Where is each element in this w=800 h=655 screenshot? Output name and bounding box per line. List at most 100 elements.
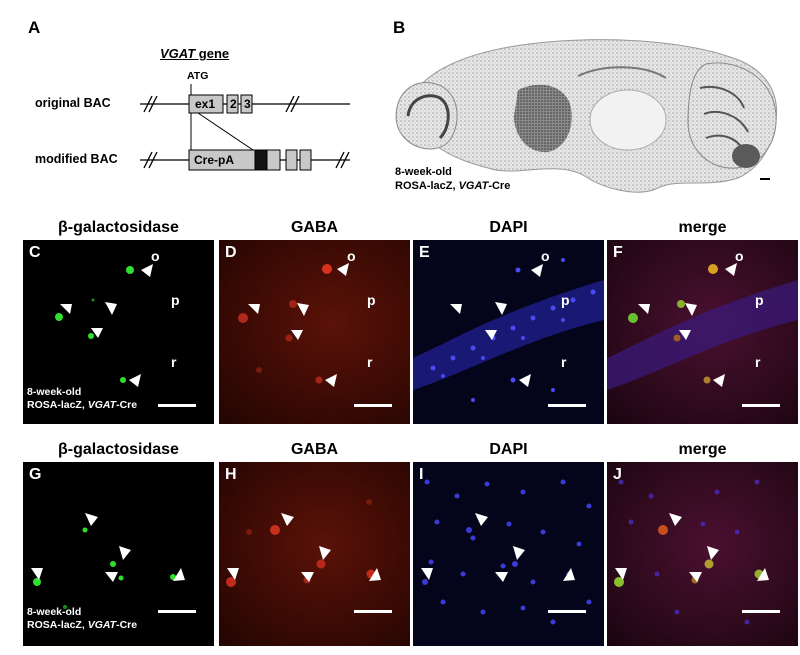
micrograph-d-image <box>238 263 349 387</box>
scale-bar <box>158 610 196 613</box>
caption-age: 8-week-old <box>27 606 82 618</box>
panel-letter-i: I <box>419 466 424 483</box>
genotype-gene: VGAT <box>87 399 117 411</box>
panel-letter-d: D <box>225 244 237 261</box>
section-scale-bar <box>760 178 770 180</box>
arrowhead <box>713 374 725 387</box>
micrograph-f: F o p r <box>607 240 798 424</box>
micrograph-g-image <box>31 513 185 609</box>
cre-label: Cre-pA <box>194 153 235 167</box>
layer-label-o: o <box>541 248 550 264</box>
scale-bar <box>742 404 780 407</box>
exon2-box <box>226 94 239 114</box>
arrowhead <box>119 546 131 560</box>
exon1-label: ex1 <box>195 97 216 111</box>
micrograph-f-image <box>607 263 798 390</box>
gene-name: VGAT <box>160 46 196 61</box>
genotype-suffix: -Cre <box>116 399 138 411</box>
column-title-merge: merge <box>678 219 727 236</box>
arrowhead <box>519 374 531 387</box>
arrowhead <box>291 330 303 340</box>
arrowhead <box>141 264 153 277</box>
bac-schematic-diagram <box>140 84 350 171</box>
panel-letter-c: C <box>29 244 41 261</box>
original-bac-label: original BAC <box>35 96 111 110</box>
scale-bar <box>354 404 392 407</box>
genotype-prefix: ROSA-lacZ, <box>27 399 88 411</box>
break-mark <box>290 95 300 113</box>
gene-title-suffix: gene <box>195 46 230 61</box>
arrowhead <box>563 568 575 581</box>
arrowhead <box>615 568 627 580</box>
genotype-gene: VGAT <box>458 180 489 192</box>
column-title-dapi: DAPI <box>489 441 528 458</box>
caption-genotype: ROSA-lacZ, VGAT-Cre <box>27 399 137 412</box>
column-title-gaba: GABA <box>290 219 339 236</box>
arrowhead <box>301 572 314 582</box>
hippocampus-curve <box>577 66 667 79</box>
exon1-box <box>188 94 224 114</box>
panel-letter-e: E <box>419 244 430 261</box>
micrograph-c-image <box>55 264 153 387</box>
arrowhead <box>297 303 309 316</box>
section-genotype: ROSA-lacZ, VGAT-Cre <box>395 179 510 193</box>
polya-box <box>254 149 268 171</box>
genotype-prefix: ROSA-lacZ, <box>395 180 459 192</box>
micrograph-c: C o p r 8-week-old ROSA-lacZ, VGAT-Cre <box>23 240 214 424</box>
arrowhead <box>669 513 682 526</box>
arrowhead <box>105 572 118 582</box>
arrowhead <box>707 546 719 560</box>
break-mark <box>143 95 153 113</box>
pyramidal-layer-band <box>607 280 798 390</box>
column-title-dapi: DAPI <box>489 219 528 236</box>
genotype-gene: VGAT <box>87 619 117 631</box>
arrowhead <box>248 304 260 314</box>
layer-label-p: p <box>171 292 180 308</box>
column-title-merge: merge <box>678 441 727 458</box>
scale-bar <box>354 610 392 613</box>
striatum <box>514 84 572 153</box>
arrowhead <box>325 374 337 387</box>
modified-bac-label: modified BAC <box>35 152 118 166</box>
arrowhead <box>337 263 349 276</box>
gene-title: VGAT gene <box>160 46 229 61</box>
exon3-label: 3 <box>244 97 251 111</box>
exon2-label: 2 <box>230 97 237 111</box>
arrowhead <box>281 513 294 526</box>
layer-label-r: r <box>171 354 177 370</box>
genotype-prefix: ROSA-lacZ, <box>27 619 88 631</box>
layer-label-p: p <box>755 292 764 308</box>
layer-label-r: r <box>367 354 373 370</box>
arrowhead <box>105 302 117 315</box>
exon3-box <box>240 94 253 114</box>
micrograph-h-image <box>226 499 381 587</box>
micrograph-g: G 8-week-old ROSA-lacZ, VGAT-Cre <box>23 462 214 646</box>
arrowhead <box>757 568 769 581</box>
arrowhead <box>531 264 543 277</box>
arrowhead <box>60 304 72 314</box>
layer-label-o: o <box>347 248 356 264</box>
arrowhead <box>369 568 381 581</box>
arrowhead <box>495 572 508 582</box>
layer-label-r: r <box>755 354 761 370</box>
arrowhead <box>725 263 737 276</box>
panel-letter-j: J <box>613 466 622 483</box>
pyramidal-layer-band <box>413 280 604 390</box>
arrowhead <box>638 304 650 314</box>
arrowhead <box>85 513 98 526</box>
arrowhead <box>31 568 43 580</box>
break-mark <box>340 151 350 169</box>
scale-bar <box>742 610 780 613</box>
brain-section-image <box>395 39 778 193</box>
exon3-modified-box <box>299 149 312 171</box>
arrowhead <box>450 304 462 314</box>
arrowhead <box>679 330 691 340</box>
section-age: 8-week-old <box>395 166 452 178</box>
atg-label: ATG <box>187 70 209 82</box>
exon2-modified-box <box>285 149 298 171</box>
arrowhead <box>319 546 331 560</box>
micrograph-i: I <box>413 462 604 646</box>
break-mark <box>148 95 158 113</box>
panel-letter-a: A <box>28 18 41 37</box>
arrowhead <box>227 568 239 580</box>
